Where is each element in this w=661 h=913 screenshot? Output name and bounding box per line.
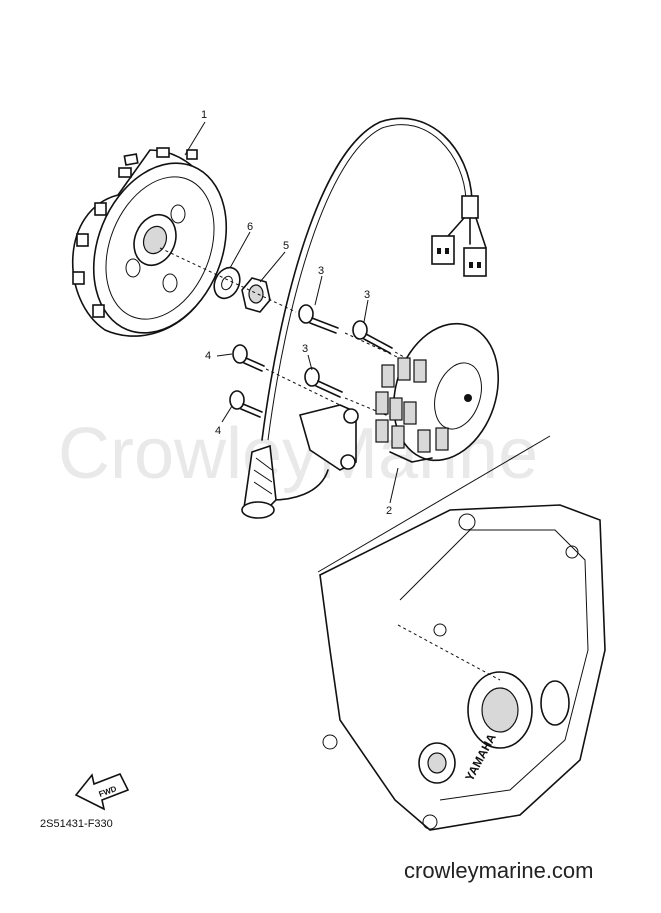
fwd-arrow-icon: FWD — [74, 772, 130, 811]
callout-2: 2 — [386, 505, 392, 517]
nut-part — [241, 277, 271, 313]
crankcase-cover-part: YAMAHA — [319, 504, 606, 831]
bolt-4a-guide — [265, 368, 341, 406]
bolt-3b — [352, 320, 393, 354]
callout-1: 1 — [201, 109, 207, 121]
part-code: 2S51431-F330 — [40, 818, 113, 830]
callout-3a: 3 — [318, 265, 324, 277]
wire-harness — [241, 117, 487, 519]
cover-axis — [397, 624, 501, 681]
axis-line — [159, 247, 297, 313]
callout-3b: 3 — [364, 289, 370, 301]
leader-lines — [184, 121, 399, 504]
mount-plane-line — [317, 435, 551, 573]
connector-left — [431, 235, 455, 265]
connector-right — [463, 247, 487, 277]
callout-5: 5 — [283, 240, 289, 252]
callout-4b: 4 — [215, 425, 221, 437]
callout-4a: 4 — [205, 350, 211, 362]
stator-part — [375, 322, 500, 463]
bolt-4a — [232, 344, 265, 372]
bolt-3c — [304, 367, 343, 398]
bolt-4b — [229, 390, 263, 418]
bolt-3a — [298, 304, 339, 334]
site-url: crowleymarine.com — [404, 858, 594, 883]
callout-3c: 3 — [302, 343, 308, 355]
washer-part — [213, 266, 241, 300]
callout-6: 6 — [247, 221, 253, 233]
